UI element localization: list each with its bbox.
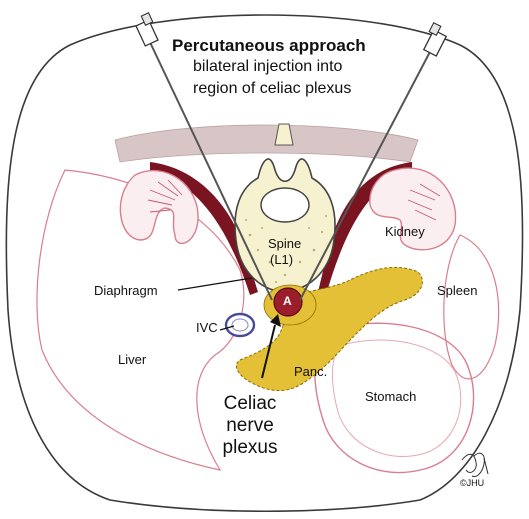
kidney-label: Kidney — [385, 224, 425, 239]
diagram-title: Percutaneous approach — [172, 36, 366, 56]
spleen-label: Spleen — [437, 283, 477, 298]
pancreas-label: Panc. — [294, 364, 327, 379]
spine-label: Spine — [268, 236, 301, 251]
spinal-canal — [261, 188, 309, 222]
spine-vertebra — [235, 159, 335, 292]
subtitle-line-2: region of celiac plexus — [193, 80, 351, 98]
ivc-label: IVC — [196, 320, 218, 335]
celiac-label-line-2: nerve — [215, 415, 285, 437]
liver-label: Liver — [118, 352, 146, 367]
diaphragm-label: Diaphragm — [94, 283, 158, 298]
aorta-label: A — [283, 294, 292, 308]
stomach-label: Stomach — [365, 389, 416, 404]
subtitle-line-1: bilateral injection into — [193, 58, 342, 76]
copyright-label: ©JHU — [460, 478, 484, 488]
spleen-outline — [444, 235, 499, 379]
back-muscle — [115, 125, 418, 162]
spine-level-label: (L1) — [270, 252, 293, 267]
celiac-label-line-1: Celiac — [215, 393, 285, 415]
ivc — [226, 314, 254, 336]
celiac-label-line-3: plexus — [215, 437, 285, 459]
